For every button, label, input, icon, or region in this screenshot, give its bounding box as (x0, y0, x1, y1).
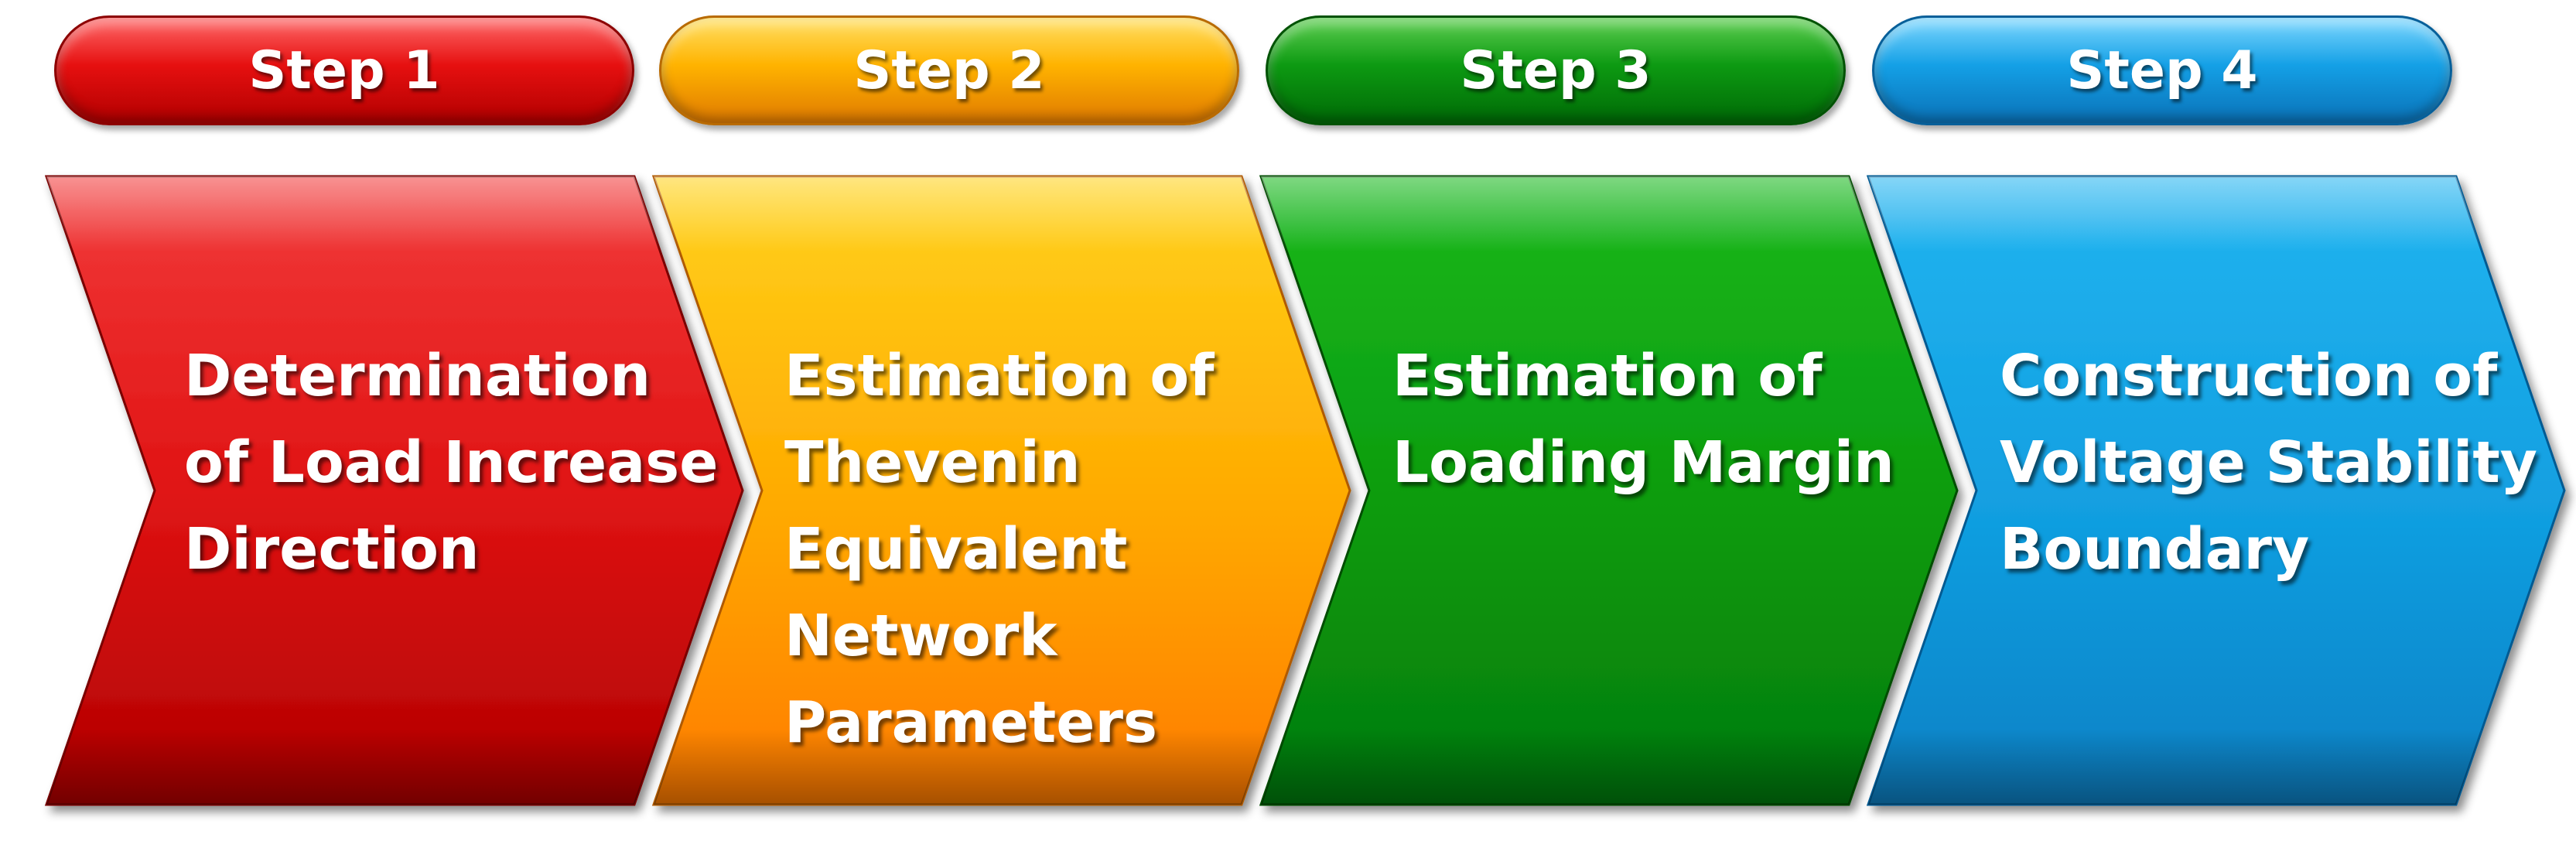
step-1-pill: Step 1 (54, 15, 634, 125)
step-1-line-2: of Load Increase (184, 429, 719, 496)
step-4-chevron (1866, 175, 2566, 806)
step-1-line-3: Direction (184, 516, 480, 583)
step-4-description: Construction of Voltage Stability Bounda… (2000, 333, 2537, 593)
step-2-label: Step 2 (853, 39, 1045, 101)
step-1-label: Step 1 (248, 39, 440, 101)
step-2-line-5: Parameters (784, 689, 1158, 756)
step-3-line-1: Estimation of (1392, 343, 1823, 409)
step-3-line-2: Loading Margin (1392, 429, 1894, 496)
step-2-pill: Step 2 (659, 15, 1239, 125)
step-4-line-2: Voltage Stability (2000, 429, 2537, 496)
step-2-line-1: Estimation of (784, 343, 1215, 409)
step-2-chevron (651, 175, 1351, 806)
step-2-description: Estimation of Thevenin Equivalent Networ… (784, 333, 1214, 766)
step-4-label: Step 4 (2066, 39, 2258, 101)
step-1-line-1: Determination (184, 343, 651, 409)
step-1-description: Determination of Load Increase Direction (184, 333, 718, 593)
step-4-pill: Step 4 (1872, 15, 2452, 125)
step-2-line-4: Network (784, 603, 1057, 669)
step-2-line-2: Thevenin (784, 429, 1081, 496)
step-3-pill: Step 3 (1266, 15, 1846, 125)
step-4-line-1: Construction of (2000, 343, 2498, 409)
step-2-line-3: Equivalent (784, 516, 1128, 583)
step-3-chevron (1259, 175, 1959, 806)
step-4-line-3: Boundary (2000, 516, 2310, 583)
step-3-label: Step 3 (1460, 39, 1652, 101)
step-3-description: Estimation of Loading Margin (1392, 333, 1894, 506)
step-1-chevron (44, 175, 744, 806)
